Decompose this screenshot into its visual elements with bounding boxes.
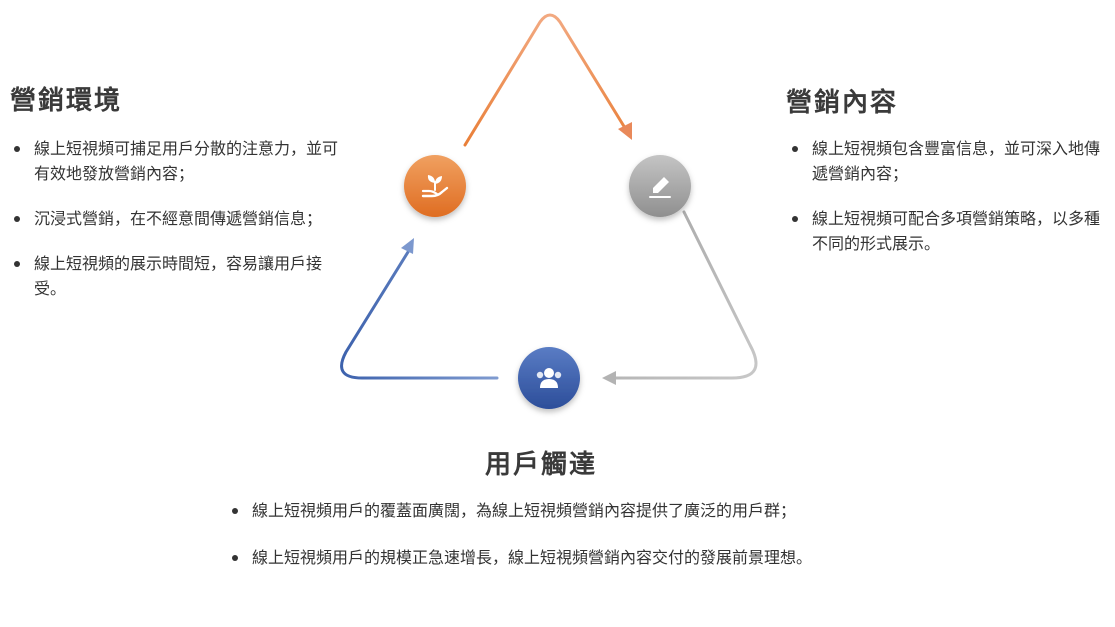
node-content (629, 155, 691, 217)
content-title: 營銷內容 (786, 88, 899, 118)
content-bullet: 線上短視頻可配合多項營銷策略，以多種不同的形式展示。 (790, 206, 1115, 256)
node-reach (518, 347, 580, 409)
environment-title: 營銷環境 (10, 86, 123, 116)
users-icon (536, 368, 562, 388)
reach-bullet-list: 線上短視頻用戶的覆蓋面廣闊，為線上短視頻營銷內容提供了廣泛的用戶群； 線上短視頻… (230, 498, 855, 592)
content-bullet: 線上短視頻包含豐富信息，並可深入地傳遞營銷內容； (790, 136, 1115, 186)
environment-bullet: 線上短視頻的展示時間短，容易讓用戶接受。 (12, 251, 344, 301)
arrow-environment-to-content (463, 13, 632, 147)
arrow-reach-to-environment (340, 238, 499, 380)
reach-bullet: 線上短視頻用戶的規模正急速增長，線上短視頻營銷內容交付的發展前景理想。 (230, 545, 855, 570)
environment-bullet: 線上短視頻可捕足用戶分散的注意力，並可有效地發放營銷內容； (12, 136, 344, 186)
environment-bullet-list: 線上短視頻可捕足用戶分散的注意力，並可有效地發放營銷內容； 沉浸式營銷，在不經意… (12, 136, 344, 321)
content-bullet-list: 線上短視頻包含豐富信息，並可深入地傳遞營銷內容； 線上短視頻可配合多項營銷策略，… (790, 136, 1115, 276)
reach-bullet: 線上短視頻用戶的覆蓋面廣闊，為線上短視頻營銷內容提供了廣泛的用戶群； (230, 498, 855, 523)
pencil-icon (649, 177, 671, 198)
node-environment (404, 155, 466, 217)
plant-hand-icon (421, 175, 449, 198)
environment-bullet: 沉浸式營銷，在不經意間傳遞營銷信息； (12, 206, 344, 231)
reach-title: 用戶觸達 (485, 450, 598, 480)
arrow-content-to-reach (602, 210, 758, 385)
